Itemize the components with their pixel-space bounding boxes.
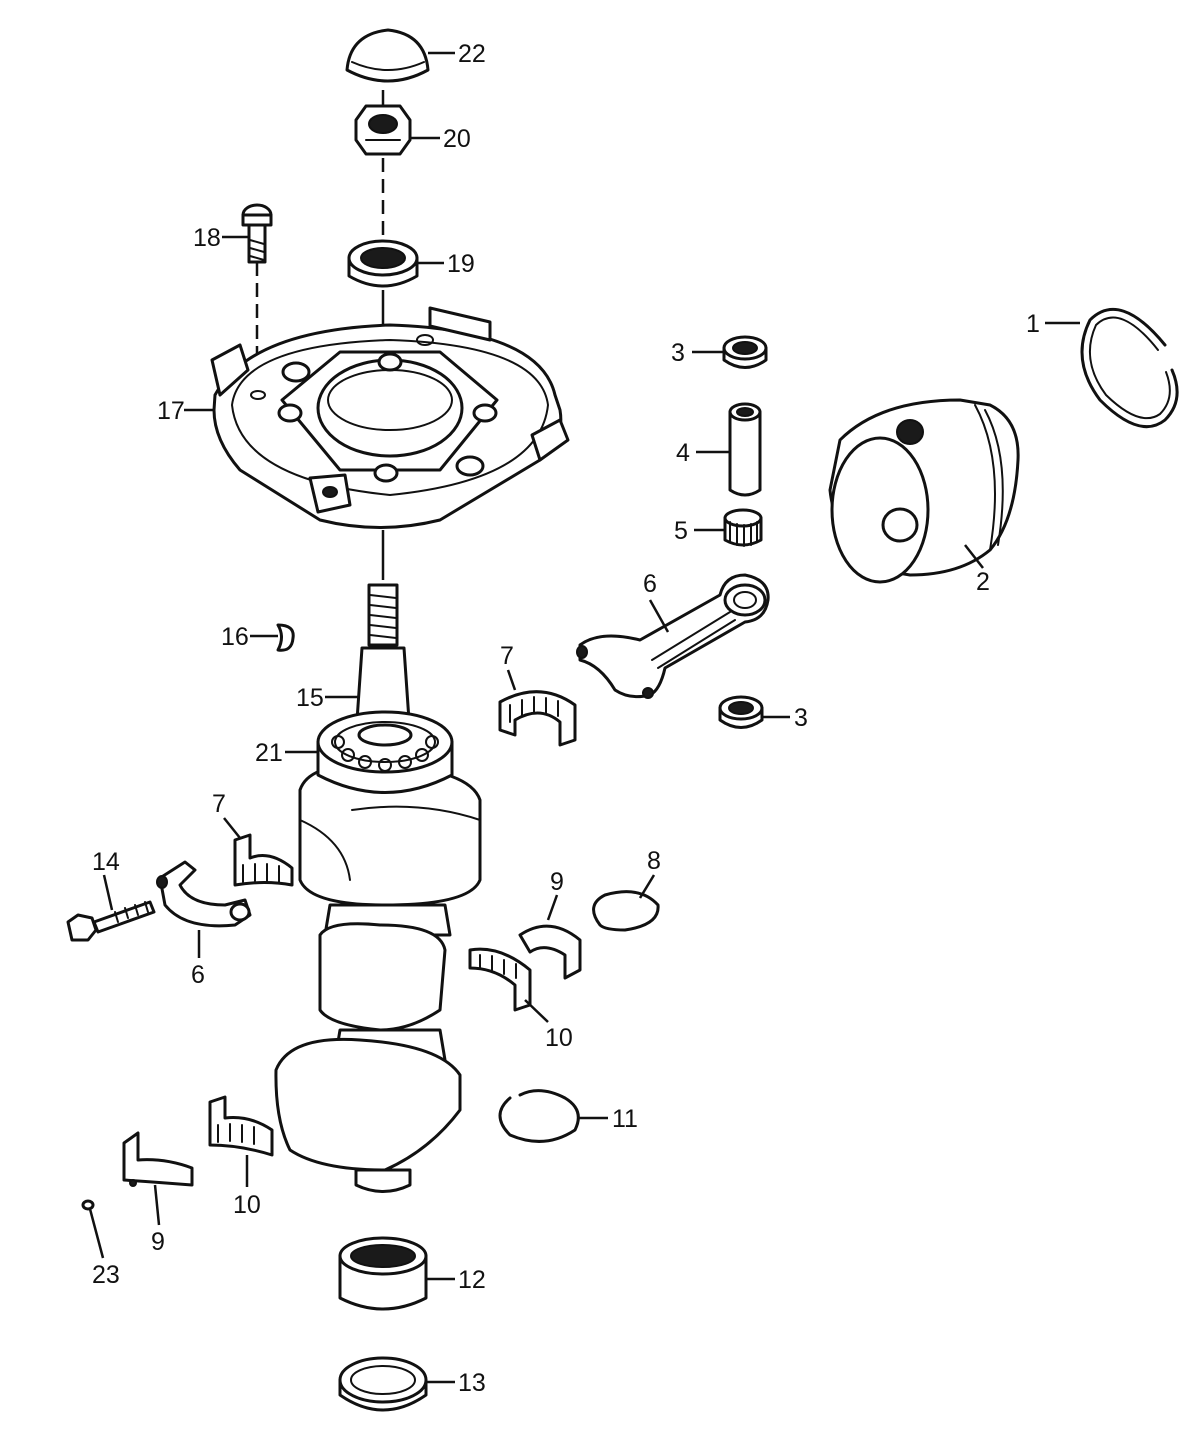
callout-3-upper: 3 xyxy=(671,339,685,367)
part-21-ball-bearing xyxy=(316,710,454,794)
part-6-rod-cap xyxy=(156,860,252,928)
callout-7-upper: 7 xyxy=(500,642,514,670)
part-1-piston-ring xyxy=(1080,307,1179,429)
part-3-bushing-lower xyxy=(718,695,764,729)
part-11-snap-ring xyxy=(498,1089,580,1143)
leader-23 xyxy=(88,1208,105,1259)
callout-8: 8 xyxy=(647,847,661,875)
callout-10-left: 10 xyxy=(233,1191,261,1219)
callout-11: 11 xyxy=(612,1105,638,1133)
leader-2 xyxy=(964,544,984,569)
callout-5: 5 xyxy=(674,517,688,545)
part-8-snap-ring xyxy=(592,890,660,932)
callout-22: 22 xyxy=(458,40,486,68)
part-18-bolt xyxy=(241,203,273,264)
callout-9-right: 9 xyxy=(550,868,564,896)
callout-4: 4 xyxy=(676,439,690,467)
part-7-bearing-cage-left xyxy=(233,833,294,887)
callout-19: 19 xyxy=(447,250,475,278)
leader-10a xyxy=(524,999,549,1023)
callout-3-lower: 3 xyxy=(794,704,808,732)
callout-17: 17 xyxy=(157,397,185,425)
callout-12: 12 xyxy=(458,1266,486,1294)
callout-6-rod: 6 xyxy=(643,570,657,598)
leader-8 xyxy=(638,874,656,899)
leader-6a xyxy=(648,599,670,633)
callout-2: 2 xyxy=(976,568,990,596)
callout-1: 1 xyxy=(1026,310,1040,338)
part-23-dowel-pin xyxy=(81,1199,95,1211)
part-17-plate xyxy=(210,306,570,529)
part-7-bearing-cage-upper xyxy=(498,690,577,747)
part-10-bearing-cage-right xyxy=(468,947,532,1012)
part-3-bushing-upper xyxy=(722,335,768,369)
leader-9a xyxy=(546,894,559,921)
part-14-bolt xyxy=(66,900,156,942)
callout-7-left: 7 xyxy=(212,790,226,818)
callout-10-right: 10 xyxy=(545,1024,573,1052)
part-19-ring xyxy=(347,239,419,288)
part-9-half-bearing-right xyxy=(518,924,582,980)
leader-7a xyxy=(506,669,517,691)
leader-7b xyxy=(223,817,241,839)
callout-18: 18 xyxy=(193,224,221,252)
part-5-needle-bearing xyxy=(723,508,763,547)
callout-13: 13 xyxy=(458,1369,486,1397)
part-22-cap xyxy=(345,28,430,83)
part-20-hex-nut xyxy=(354,104,412,156)
part-15-crankshaft xyxy=(274,583,482,1193)
part-13-seal xyxy=(338,1356,428,1412)
part-6-connecting-rod xyxy=(576,573,770,699)
callout-20: 20 xyxy=(443,125,471,153)
callout-15: 15 xyxy=(296,684,324,712)
part-9-half-bearing-left xyxy=(122,1131,194,1187)
part-2-piston xyxy=(828,398,1020,584)
part-10-bearing-cage-left xyxy=(208,1095,274,1157)
leader-14 xyxy=(102,874,114,911)
callout-9-left: 9 xyxy=(151,1228,165,1256)
part-16-key xyxy=(276,623,295,652)
callout-21: 21 xyxy=(255,739,283,767)
callout-6-cap: 6 xyxy=(191,961,205,989)
callout-23: 23 xyxy=(92,1261,120,1289)
leader-9b xyxy=(153,1184,161,1226)
part-12-roller-bearing xyxy=(338,1236,428,1311)
callout-16: 16 xyxy=(221,623,249,651)
callout-14: 14 xyxy=(92,848,120,876)
part-4-wrist-pin xyxy=(728,402,762,497)
